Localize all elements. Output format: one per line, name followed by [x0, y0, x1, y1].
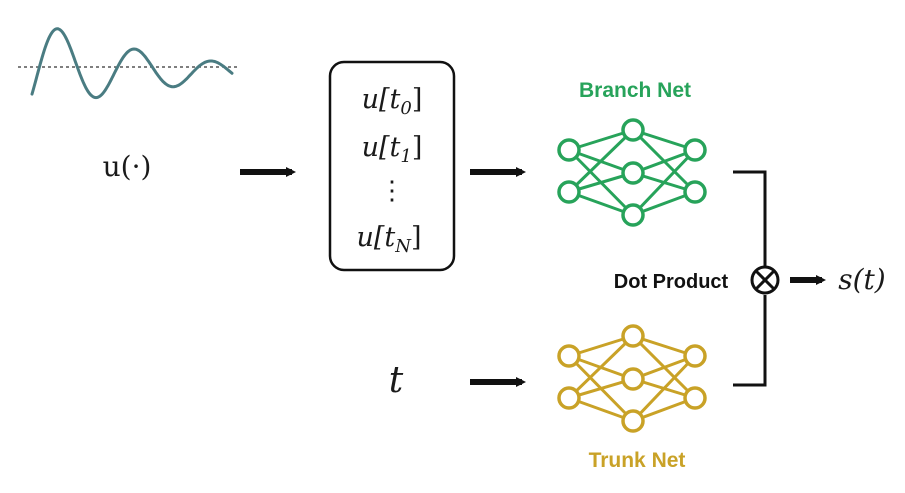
branch-net-node-layer-2	[621, 118, 645, 142]
branch-net-node-layer-2	[621, 203, 645, 227]
branch-net-label: Branch Net	[579, 79, 691, 102]
trunk-net-node-layer-1	[557, 344, 581, 368]
trunk-net-node-layer-1	[557, 386, 581, 410]
branch-output-connector	[733, 170, 767, 266]
samples-box	[328, 60, 456, 272]
input-function-label: u(·)	[103, 150, 152, 183]
sample-vertical-dots: ⋮	[379, 176, 405, 206]
time-input-label: t	[389, 360, 404, 401]
branch-net	[557, 118, 707, 227]
branch-net-node-layer-3	[683, 138, 707, 162]
trunk-net-edge	[631, 354, 697, 423]
trunk-net-edge	[567, 334, 635, 400]
branch-net-node-layer-1	[557, 138, 581, 162]
output-label: s(t)	[838, 263, 885, 296]
dot-product-label: Dot Product	[614, 271, 729, 293]
trunk-net-label: Trunk Net	[589, 449, 686, 472]
branch-net-edge	[567, 128, 635, 194]
trunk-net-node-layer-3	[683, 386, 707, 410]
trunk-net-node-layer-2	[621, 409, 645, 433]
branch-net-edge	[631, 148, 697, 217]
sample-tn: u[tN]	[356, 222, 421, 257]
sample-t1: u[t1]	[362, 132, 423, 167]
circled-times-icon	[750, 265, 780, 295]
trunk-net	[557, 324, 707, 433]
trunk-output-connector	[733, 295, 767, 387]
trunk-net-node-layer-2	[621, 367, 645, 391]
trunk-net-node-layer-3	[683, 344, 707, 368]
sample-t0: u[t0]	[362, 84, 423, 119]
branch-net-node-layer-1	[557, 180, 581, 204]
trunk-net-node-layer-2	[621, 324, 645, 348]
branch-net-node-layer-2	[621, 161, 645, 185]
input-signal-wave	[30, 27, 234, 100]
branch-net-node-layer-3	[683, 180, 707, 204]
